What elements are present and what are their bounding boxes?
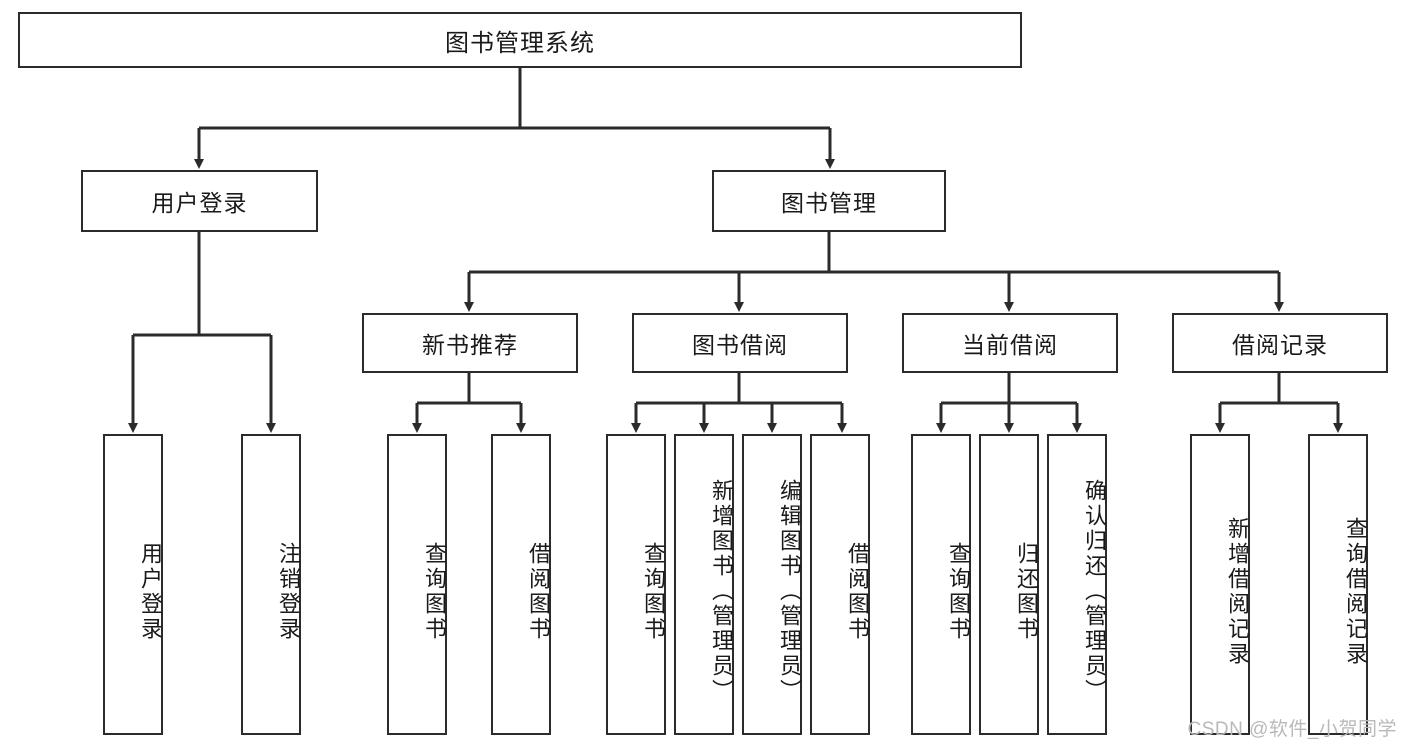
leaf-book-borrow-edit-admin[interactable]: 编辑图书（管理员） bbox=[742, 434, 802, 735]
node-book-management[interactable]: 图书管理 bbox=[712, 170, 946, 232]
node-label: 图书借阅 bbox=[692, 332, 788, 358]
node-label: 注销登录 bbox=[276, 541, 301, 642]
leaf-current-borrow-query[interactable]: 查询图书 bbox=[911, 434, 971, 735]
node-label: 新增借阅记录 bbox=[1225, 516, 1250, 667]
node-book-borrow[interactable]: 图书借阅 bbox=[632, 313, 848, 373]
leaf-book-borrow-borrow[interactable]: 借阅图书 bbox=[810, 434, 870, 735]
node-label: 确认归还（管理员） bbox=[1082, 479, 1107, 704]
node-label: 借阅图书 bbox=[526, 541, 551, 642]
node-label: 用户登录 bbox=[138, 541, 163, 642]
leaf-user-login-signout[interactable]: 注销登录 bbox=[241, 434, 301, 735]
node-label: 用户登录 bbox=[151, 190, 248, 216]
node-root-system[interactable]: 图书管理系统 bbox=[18, 12, 1022, 68]
node-label: 新增图书（管理员） bbox=[709, 479, 734, 704]
node-label: 当前借阅 bbox=[962, 332, 1058, 358]
node-user-login[interactable]: 用户登录 bbox=[81, 170, 318, 232]
node-label: 新书推荐 bbox=[422, 332, 518, 358]
node-label: 查询借阅记录 bbox=[1343, 516, 1368, 667]
node-label: 借阅记录 bbox=[1232, 332, 1328, 358]
leaf-user-login-signin[interactable]: 用户登录 bbox=[103, 434, 163, 735]
leaf-new-book-query[interactable]: 查询图书 bbox=[387, 434, 447, 735]
leaf-borrow-record-add[interactable]: 新增借阅记录 bbox=[1190, 434, 1250, 735]
node-new-book-recommend[interactable]: 新书推荐 bbox=[362, 313, 578, 373]
node-current-borrow[interactable]: 当前借阅 bbox=[902, 313, 1118, 373]
leaf-current-borrow-confirm-admin[interactable]: 确认归还（管理员） bbox=[1047, 434, 1107, 735]
node-label: 图书管理 bbox=[781, 190, 877, 216]
leaf-new-book-borrow[interactable]: 借阅图书 bbox=[491, 434, 551, 735]
leaf-current-borrow-return[interactable]: 归还图书 bbox=[979, 434, 1039, 735]
node-label: 查询图书 bbox=[422, 541, 447, 642]
node-label: 查询图书 bbox=[946, 541, 971, 642]
node-borrow-record[interactable]: 借阅记录 bbox=[1172, 313, 1388, 373]
node-label: 图书管理系统 bbox=[445, 29, 595, 57]
leaf-book-borrow-query[interactable]: 查询图书 bbox=[606, 434, 666, 735]
node-label: 归还图书 bbox=[1014, 541, 1039, 642]
node-label: 借阅图书 bbox=[845, 541, 870, 642]
node-label: 查询图书 bbox=[641, 541, 666, 642]
node-label: 编辑图书（管理员） bbox=[777, 479, 802, 704]
watermark-text: CSDN @软件_小贺同学 bbox=[1187, 719, 1397, 740]
leaf-book-borrow-add-admin[interactable]: 新增图书（管理员） bbox=[674, 434, 734, 735]
leaf-borrow-record-query[interactable]: 查询借阅记录 bbox=[1308, 434, 1368, 735]
